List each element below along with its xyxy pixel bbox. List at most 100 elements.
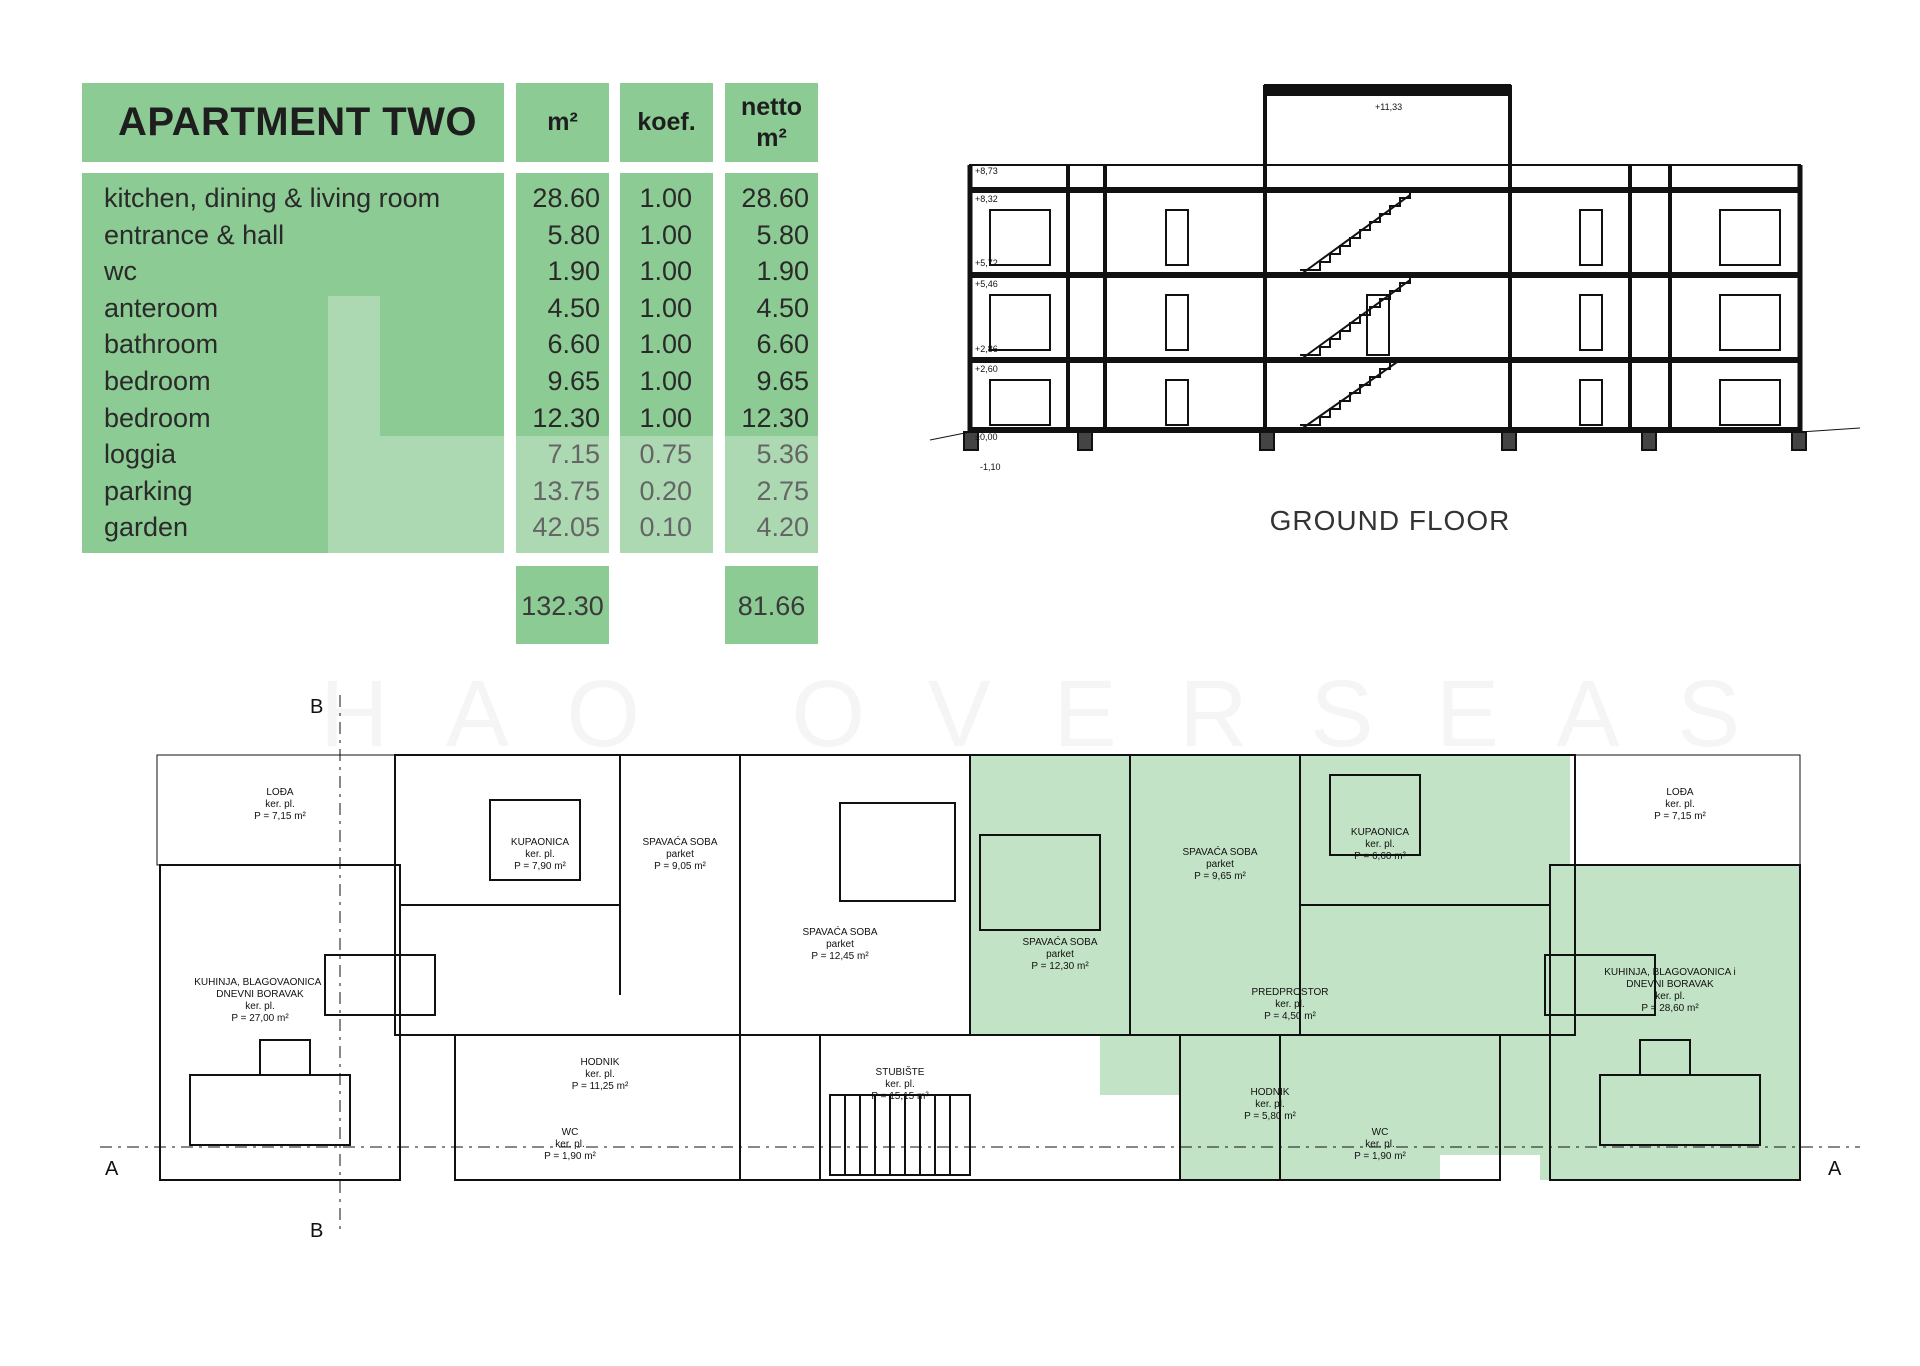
room-label-spavaca-d: SPAVAĆA SOBA <box>1182 845 1257 858</box>
room-label-stubiste: ker. pl. <box>885 1079 914 1090</box>
room-label-loda-left: P = 7,15 m² <box>254 811 306 822</box>
header-net: netto m² <box>725 83 818 162</box>
level-label: +8,32 <box>975 194 998 204</box>
coef-column <box>620 173 713 553</box>
table-cell-name: kitchen, dining & living room <box>104 183 441 213</box>
header-net-line2: m² <box>756 123 787 152</box>
watermark-panel <box>380 436 818 553</box>
table-cell-net: 4.20 <box>756 512 809 543</box>
room-label-spavaca-c: P = 12,30 m² <box>1031 961 1089 972</box>
table-cell-net: 6.60 <box>756 329 809 360</box>
room-label-kupaonica-right: ker. pl. <box>1365 839 1394 850</box>
table-cell-area: 12.30 <box>532 402 600 433</box>
names-column <box>82 173 504 553</box>
level-label: ±0,00 <box>975 432 997 442</box>
room-label-spavaca-c: parket <box>1046 949 1074 960</box>
room-label-hodnik-left: HODNIK <box>581 1057 620 1068</box>
table-cell-net: 28.60 <box>741 183 809 213</box>
room-label-spavaca-c: SPAVAĆA SOBA <box>1022 935 1097 948</box>
table-cell-name: bathroom <box>104 329 219 360</box>
header-coef: koef. <box>620 83 713 162</box>
total-net-cell <box>725 566 818 644</box>
section-marker-a: A <box>1828 1158 1842 1180</box>
room-label-hodnik-right: ker. pl. <box>1255 1099 1284 1110</box>
room-label-stubiste: STUBIŠTE <box>876 1065 925 1078</box>
table-cell-name: garden <box>104 512 189 543</box>
room-label-spavaca-a: parket <box>666 849 694 860</box>
table-cell-coef: 1.00 <box>639 292 692 323</box>
table-cell-coef: 1.00 <box>639 183 692 213</box>
room-label-wc-left: ker. pl. <box>555 1139 584 1150</box>
table-cell-net: 5.80 <box>756 219 809 250</box>
table-cell-name: loggia <box>104 439 177 470</box>
table-cell-net: 5.36 <box>756 439 809 470</box>
highlighted-apartment <box>970 755 1800 1180</box>
net-column <box>725 173 818 553</box>
level-label: +5,46 <box>975 279 998 289</box>
level-label: +2,60 <box>975 364 998 374</box>
total-area: 132.30 <box>521 591 604 621</box>
table-cell-name: anteroom <box>104 292 219 323</box>
room-label-loda-right: P = 7,15 m² <box>1654 811 1706 822</box>
level-label: +2,86 <box>975 344 998 354</box>
table-cell-net: 1.90 <box>756 256 809 287</box>
table-title: APARTMENT TWO <box>82 83 504 162</box>
room-label-loda-right: ker. pl. <box>1665 799 1694 810</box>
room-label-kuhinja-left: DNEVNI BORAVAK <box>216 989 304 1000</box>
room-label-spavaca-a: P = 9,05 m² <box>654 861 706 872</box>
table-cell-coef: 0.75 <box>639 439 692 470</box>
room-label-hodnik-left: P = 11,25 m² <box>572 1081 629 1092</box>
room-label-stubiste: P = 15,15 m² <box>871 1091 929 1102</box>
room-label-kupaonica-right: P = 6,60 m² <box>1354 851 1406 862</box>
room-label-kupaonica-left: ker. pl. <box>525 849 554 860</box>
table-cell-name: entrance & hall <box>104 219 285 250</box>
room-label-kuhinja-right: DNEVNI BORAVAK <box>1626 979 1714 990</box>
room-label-hodnik-right: P = 5,80 m² <box>1244 1111 1296 1122</box>
table-cell-net: 9.65 <box>756 366 809 396</box>
watermark-text: H A O O V E R S E A S <box>320 660 1740 769</box>
table-cell-coef: 1.00 <box>639 402 692 433</box>
room-label-wc-left: WC <box>562 1127 579 1138</box>
table-cell-area: 4.50 <box>547 292 600 323</box>
room-label-loda-left: LOĐA <box>266 787 294 798</box>
table-cell-name: bedroom <box>104 402 211 433</box>
table-cell-name: wc <box>104 256 137 287</box>
table-cell-coef: 0.10 <box>639 512 692 543</box>
total-area-cell <box>516 566 609 644</box>
table-cell-name: bedroom <box>104 366 211 396</box>
room-label-hodnik-right: HODNIK <box>1251 1087 1290 1098</box>
room-label-kupaonica-right: KUPAONICA <box>1351 827 1409 838</box>
room-label-spavaca-b: P = 12,45 m² <box>811 951 869 962</box>
table-cell-area: 6.60 <box>547 329 600 360</box>
table-cell-net: 2.75 <box>756 475 809 506</box>
room-label-spavaca-b: SPAVAĆA SOBA <box>802 925 877 938</box>
table-cell-coef: 1.00 <box>639 366 692 396</box>
room-label-kupaonica-left: P = 7,90 m² <box>514 861 566 872</box>
table-cell-area: 9.65 <box>547 366 600 396</box>
table-cell-area: 1.90 <box>547 256 600 287</box>
room-label-wc-right: P = 1,90 m² <box>1354 1151 1406 1162</box>
table-cell-coef: 1.00 <box>639 329 692 360</box>
table-cell-coef: 0.20 <box>639 475 692 506</box>
section-marker-b: B <box>310 1220 323 1242</box>
section-marker-a: A <box>105 1158 119 1180</box>
total-net: 81.66 <box>737 591 806 621</box>
table-cell-area: 28.60 <box>532 183 600 213</box>
room-label-spavaca-a: SPAVAĆA SOBA <box>642 835 717 848</box>
table-cell-coef: 1.00 <box>639 256 692 287</box>
room-label-wc-right: WC <box>1372 1127 1389 1138</box>
room-label-spavaca-d: P = 9,65 m² <box>1194 871 1246 882</box>
level-label: +8,73 <box>975 166 998 176</box>
room-label-loda-right: LOĐA <box>1666 787 1694 798</box>
level-label: +11,33 <box>1375 102 1402 112</box>
watermark-panel <box>328 296 380 553</box>
room-label-spavaca-d: parket <box>1206 859 1234 870</box>
table-cell-area: 5.80 <box>547 219 600 250</box>
room-label-wc-right: ker. pl. <box>1365 1139 1394 1150</box>
table-cell-area: 42.05 <box>532 512 600 543</box>
section-svg: +8,73 +8,32 +5,72 +5,46 +2,86 +2,60 ±0,0… <box>929 84 1861 472</box>
room-label-predprostor: ker. pl. <box>1275 999 1304 1010</box>
room-label-predprostor: P = 4,50 m² <box>1264 1011 1316 1022</box>
room-label-kuhinja-left: ker. pl. <box>245 1001 274 1012</box>
